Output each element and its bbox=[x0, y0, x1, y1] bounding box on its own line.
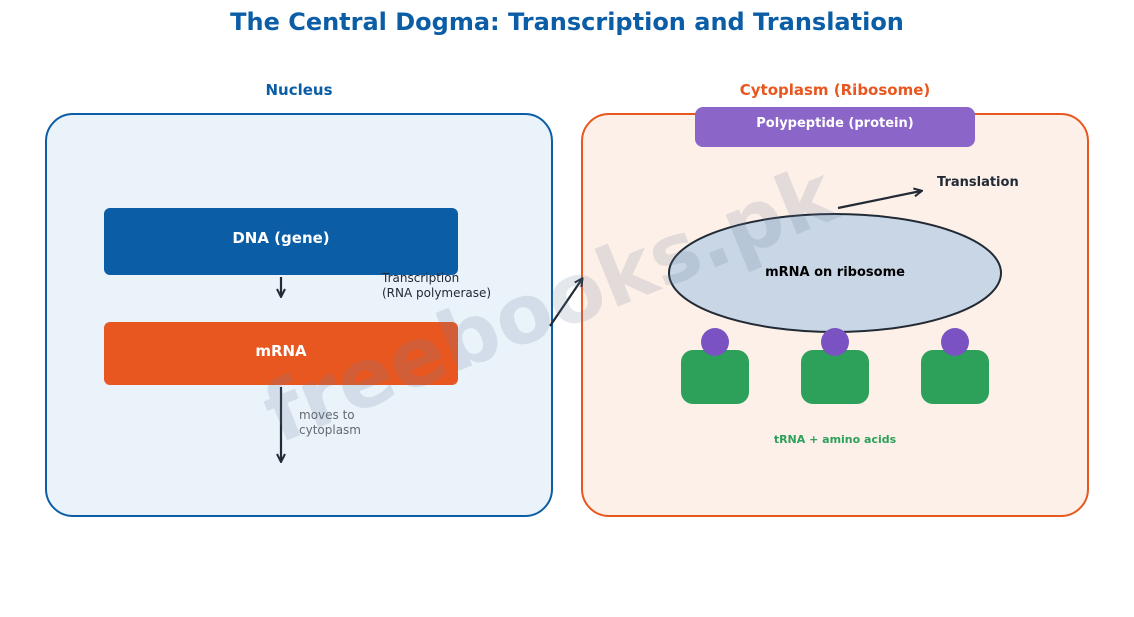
moves-label: moves to cytoplasm bbox=[299, 408, 361, 438]
polypeptide-label: Polypeptide (protein) bbox=[756, 116, 914, 131]
trna-label: tRNA + amino acids bbox=[773, 433, 897, 446]
dna-box: DNA (gene) bbox=[104, 208, 458, 275]
ribosome-label: mRNA on ribosome bbox=[765, 265, 905, 280]
amino-acid bbox=[941, 328, 969, 356]
moves-line2: cytoplasm bbox=[299, 423, 361, 437]
cytoplasm-label: Cytoplasm (Ribosome) bbox=[739, 81, 931, 99]
polypeptide-box: Polypeptide (protein) bbox=[695, 107, 975, 147]
cross-arrow bbox=[549, 279, 582, 327]
moves-line1: moves to bbox=[299, 408, 355, 422]
transcription-line2: (RNA polymerase) bbox=[382, 286, 492, 300]
amino-acid bbox=[701, 328, 729, 356]
translation-label: Translation bbox=[937, 175, 1019, 190]
nucleus-label: Nucleus bbox=[265, 81, 333, 99]
mrna-label: mRNA bbox=[255, 342, 307, 360]
transcription-label: Transcription (RNA polymerase) bbox=[382, 271, 491, 301]
amino-acid bbox=[821, 328, 849, 356]
nucleus-panel bbox=[45, 113, 553, 517]
mrna-box: mRNA bbox=[104, 322, 458, 385]
translation-arrow bbox=[837, 191, 921, 210]
trna-block bbox=[921, 350, 989, 404]
transcription-line1: Transcription bbox=[382, 271, 460, 285]
trna-block bbox=[801, 350, 869, 404]
page-title: The Central Dogma: Transcription and Tra… bbox=[230, 8, 904, 36]
dna-label: DNA (gene) bbox=[232, 229, 330, 247]
trna-block bbox=[681, 350, 749, 404]
